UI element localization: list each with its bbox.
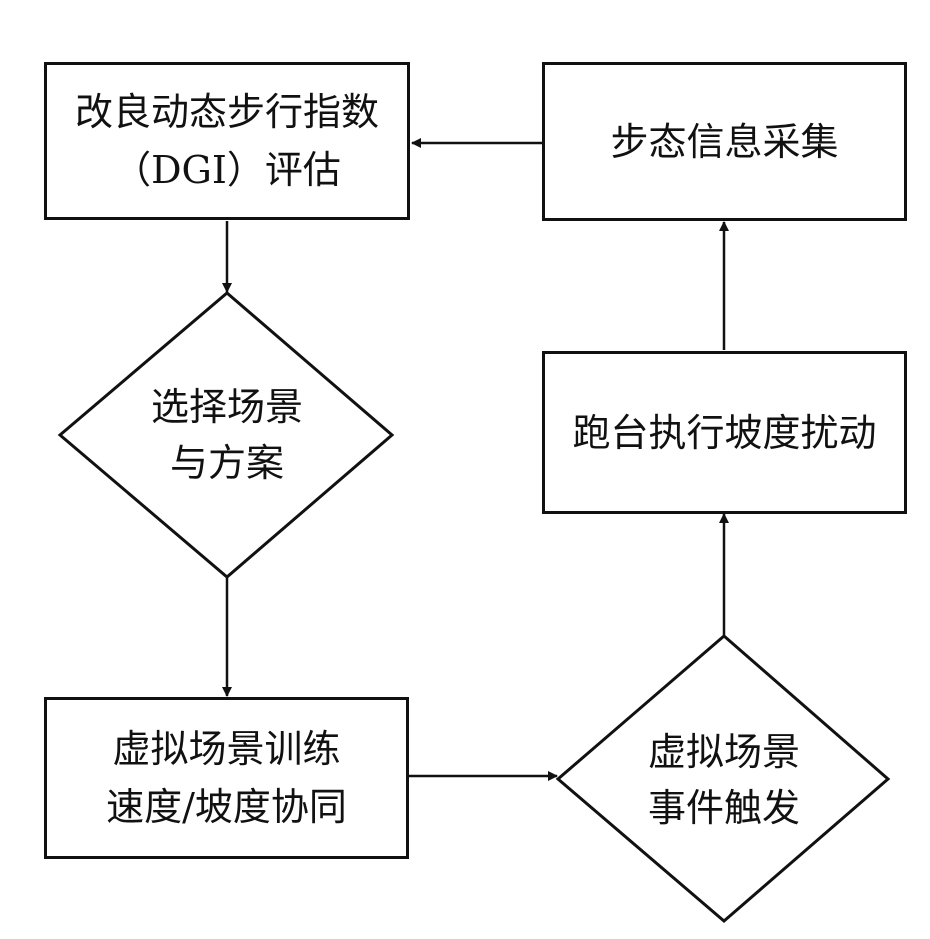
node-select-scenario-line-2: 与方案 <box>170 435 284 491</box>
node-dgi-assessment-line-2: （DGI）评估 <box>113 141 341 199</box>
node-gait-collection-line-1: 步态信息采集 <box>610 113 838 171</box>
node-select-scenario: 选择场景 与方案 <box>107 375 347 495</box>
node-virtual-training: 虚拟场景训练 速度/坡度协同 <box>44 697 409 859</box>
node-virtual-training-line-2: 速度/坡度协同 <box>106 778 347 836</box>
node-virtual-event-line-2: 事件触发 <box>648 780 800 836</box>
node-virtual-event-line-1: 虚拟场景 <box>648 724 800 780</box>
node-select-scenario-line-1: 选择场景 <box>151 379 303 435</box>
node-virtual-training-line-1: 虚拟场景训练 <box>112 720 340 778</box>
node-dgi-assessment: 改良动态步行指数 （DGI）评估 <box>44 62 410 220</box>
node-treadmill-perturbation-line-1: 跑台执行坡度扰动 <box>572 404 876 462</box>
node-virtual-event: 虚拟场景 事件触发 <box>604 720 844 840</box>
node-treadmill-perturbation: 跑台执行坡度扰动 <box>542 351 907 514</box>
node-gait-collection: 步态信息采集 <box>542 62 907 221</box>
node-dgi-assessment-line-1: 改良动态步行指数 <box>75 83 379 141</box>
